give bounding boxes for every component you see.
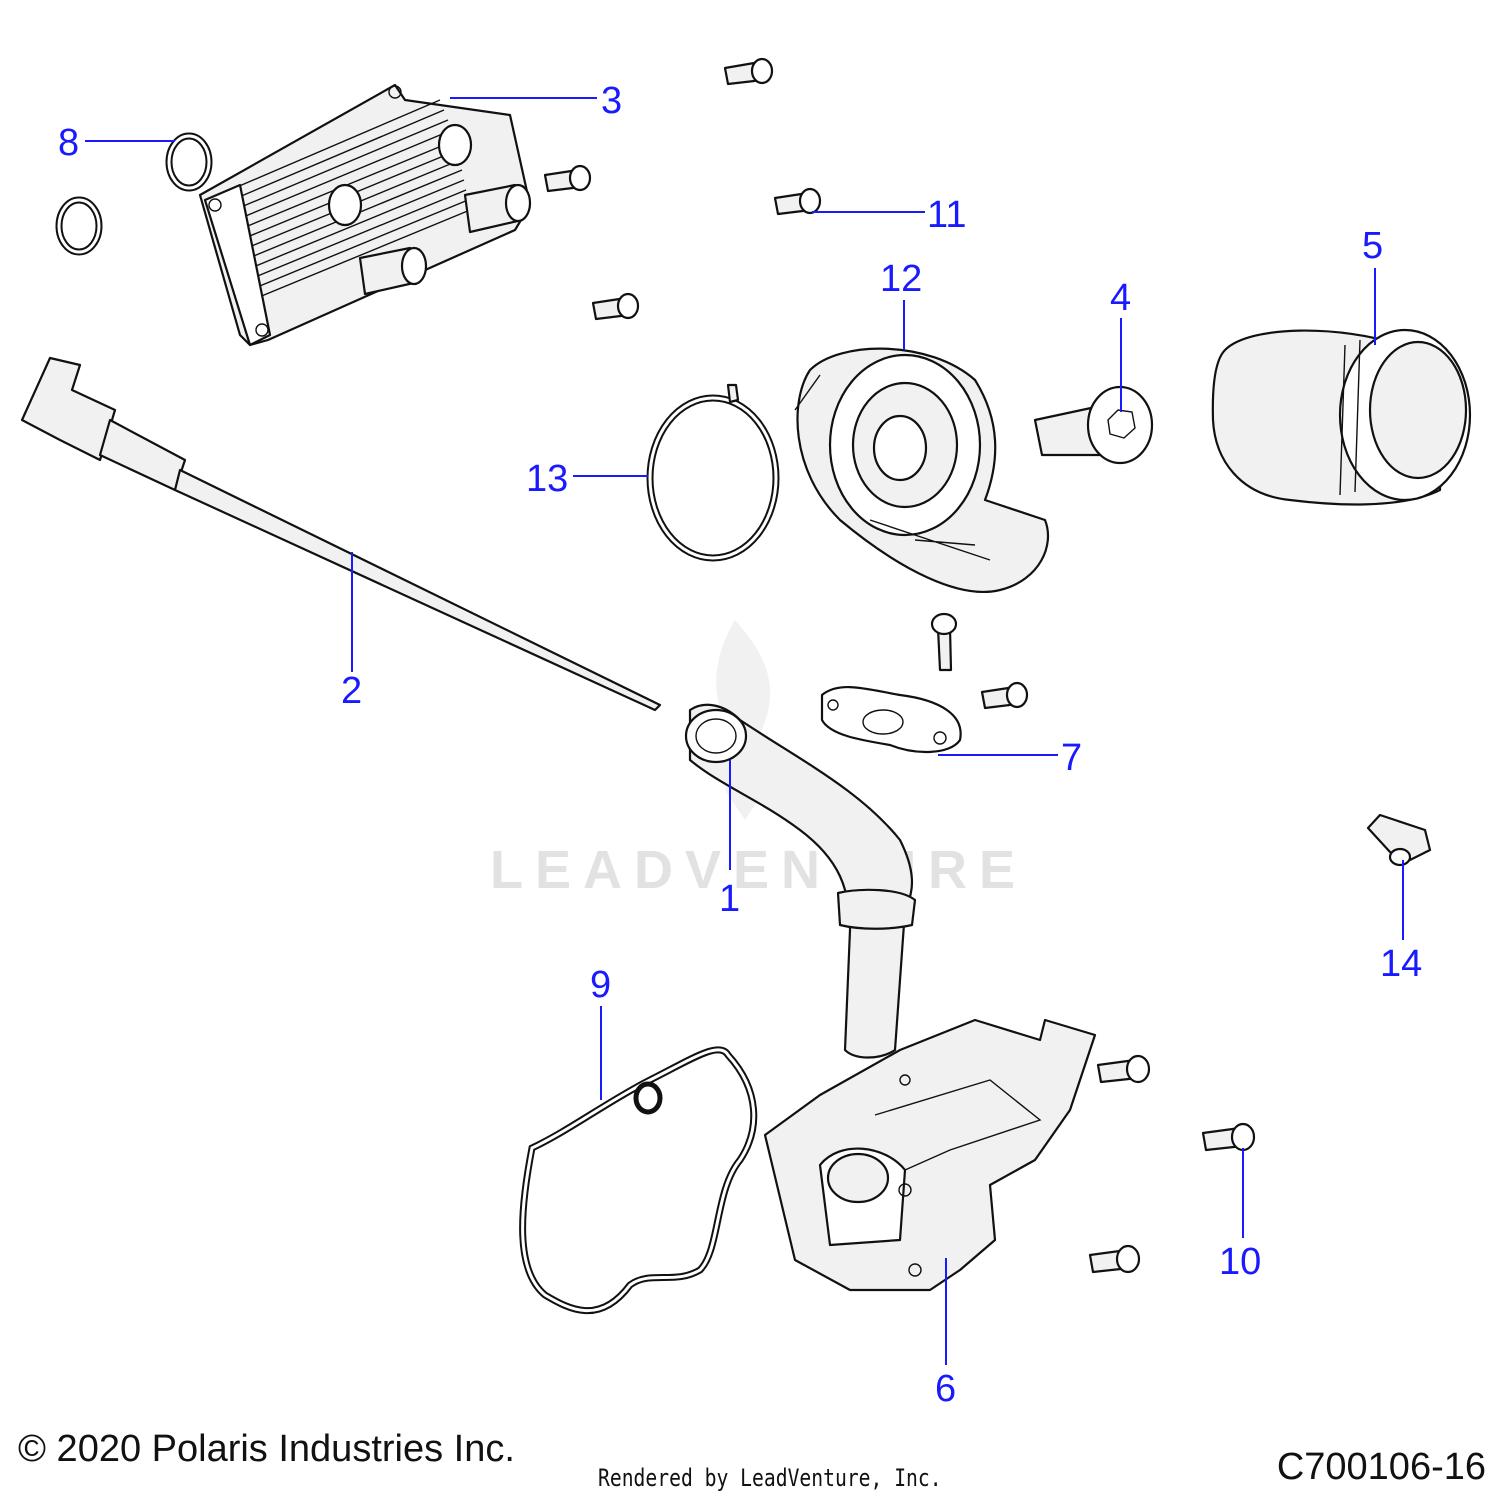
callout-12: 12 (880, 258, 922, 300)
leader-lines (85, 97, 1404, 1365)
tube-gasket-part[interactable] (820, 685, 962, 754)
callout-13: 13 (526, 458, 568, 500)
callout-3: 3 (601, 80, 622, 122)
callout-5: 5 (1362, 225, 1383, 267)
callout-9: 9 (590, 964, 611, 1006)
adapter-seal-part[interactable] (646, 383, 780, 562)
callout-4: 4 (1110, 277, 1131, 319)
dipstick-part[interactable] (20, 356, 662, 712)
fill-tube-part[interactable] (684, 703, 917, 1059)
callout-11: 11 (927, 194, 966, 236)
watermark-text: LEADVENTURE (490, 840, 1027, 900)
oil-filter-part[interactable] (1211, 328, 1472, 506)
callout-7: 7 (1061, 737, 1082, 779)
callouts: 1 2 3 4 5 6 7 8 9 10 11 12 13 14 (58, 80, 1422, 1410)
callout-1: 1 (719, 878, 740, 920)
oil-cooler-part[interactable] (198, 83, 532, 347)
rendered-by-text: Rendered by LeadVenture, Inc. (598, 1464, 942, 1492)
callout-8: 8 (58, 122, 79, 164)
callout-6: 6 (935, 1368, 956, 1410)
breather-housing-part[interactable] (763, 1018, 1097, 1292)
center-bolt-part[interactable] (1033, 385, 1154, 465)
plug-part[interactable] (1366, 813, 1432, 867)
bolt-part[interactable] (543, 57, 1256, 1274)
cover-gasket-part[interactable] (519, 1046, 758, 1315)
diagram-code: C700106-16 (1276, 1446, 1486, 1488)
o-ring-part[interactable] (55, 132, 213, 256)
callout-10: 10 (1219, 1241, 1261, 1283)
callout-14: 14 (1380, 943, 1422, 985)
callout-2: 2 (341, 670, 362, 712)
filter-adapter-part[interactable] (794, 347, 1050, 593)
copyright-text: © 2020 Polaris Industries Inc. (18, 1428, 515, 1470)
